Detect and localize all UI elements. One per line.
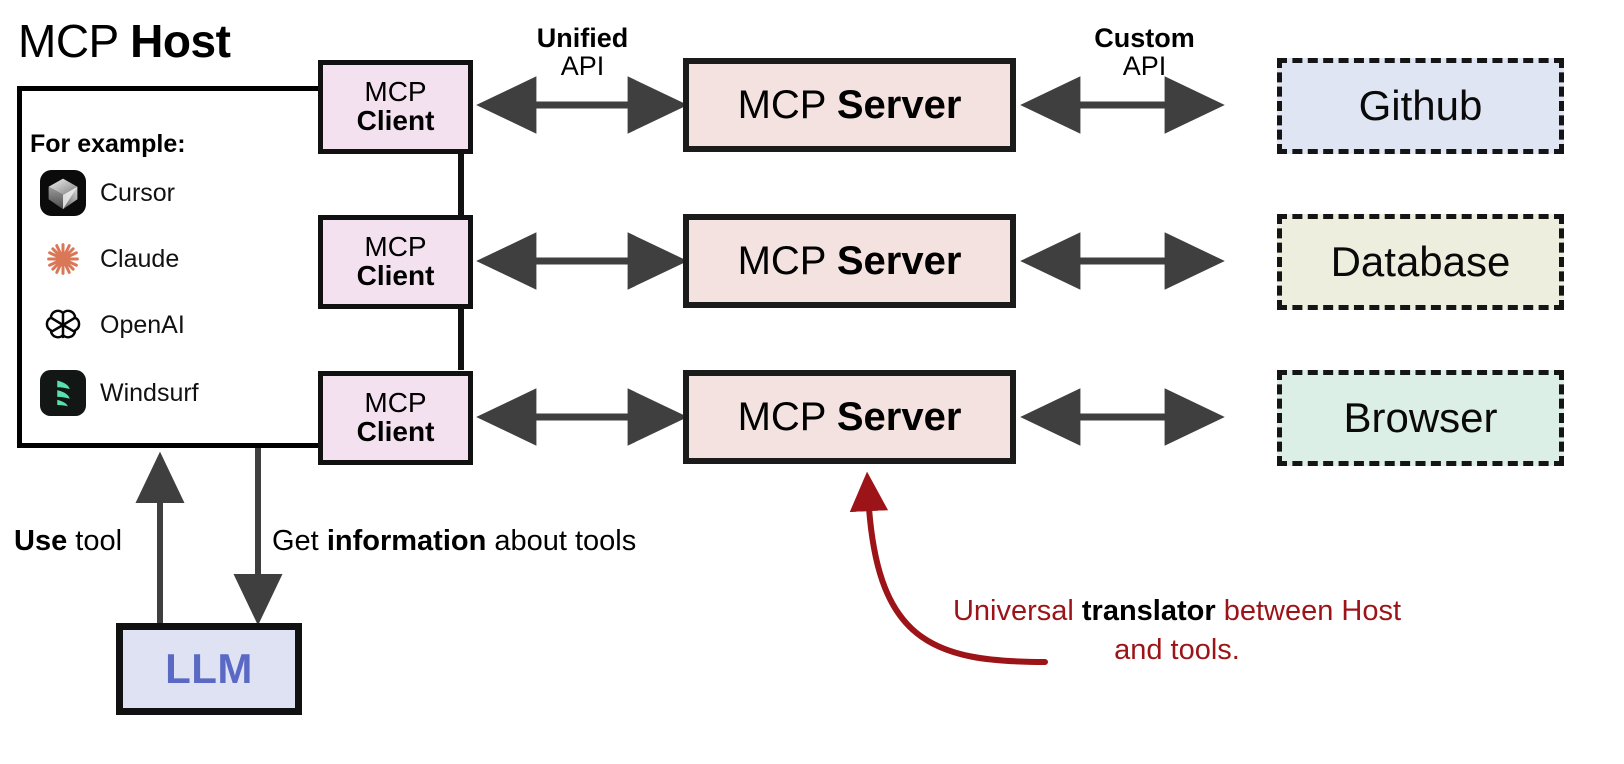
annotation-post: between Host and tools.: [1114, 595, 1402, 666]
claude-icon: [47, 243, 79, 275]
for-example-label: For example:: [30, 130, 186, 158]
mcp-client-box-1[interactable]: MCP Client: [318, 60, 473, 154]
mcp-server-box-1[interactable]: MCP Server: [683, 58, 1016, 152]
host-title-plain: MCP: [18, 15, 131, 67]
use-tool-bold: Use: [14, 525, 68, 557]
mcp-client-box-3[interactable]: MCP Client: [318, 371, 473, 465]
llm-label: LLM: [165, 645, 253, 692]
get-info-post: about tools: [486, 525, 637, 557]
use-tool-label: Use tool: [14, 525, 122, 558]
mcp-client-1-line2: Client: [356, 105, 435, 136]
use-tool-rest: tool: [67, 525, 123, 557]
resource-box-browser[interactable]: Browser: [1277, 370, 1564, 466]
example-label-claude: Claude: [100, 244, 180, 273]
annotation-bold: translator: [1081, 595, 1216, 627]
client-server-arrows: [476, 76, 688, 446]
mcp-client-2-line2: Client: [356, 260, 435, 291]
mcp-server-3-bold: Server: [836, 394, 962, 439]
unified-api-bottom: API: [560, 51, 605, 82]
example-item-cursor: Cursor: [40, 170, 175, 216]
get-info-pre: Get: [272, 525, 327, 557]
mcp-server-2-bold: Server: [836, 238, 962, 283]
example-item-openai: OpenAI: [40, 302, 185, 348]
mcp-client-box-2[interactable]: MCP Client: [318, 215, 473, 309]
mcp-server-box-2[interactable]: MCP Server: [683, 214, 1016, 308]
llm-box[interactable]: LLM: [116, 623, 302, 715]
custom-api-bottom: API: [1122, 51, 1167, 82]
mcp-host-container: [17, 86, 320, 448]
resource-box-github[interactable]: Github: [1277, 58, 1564, 154]
example-label-windsurf: Windsurf: [100, 378, 199, 407]
server-resource-arrows: [1020, 76, 1225, 446]
annotation-text: Universal translator between Host and to…: [952, 592, 1402, 670]
cursor-icon: [40, 170, 86, 216]
resource-label-github: Github: [1358, 82, 1483, 129]
mcp-server-1-plain: MCP: [737, 82, 837, 127]
mcp-client-1-line1: MCP: [364, 76, 427, 108]
example-item-claude: Claude: [40, 236, 179, 282]
resource-label-database: Database: [1330, 238, 1511, 285]
host-title-bold: Host: [130, 15, 231, 67]
custom-api-top: Custom: [1094, 23, 1195, 53]
mcp-client-3-line2: Client: [356, 416, 435, 447]
example-item-windsurf: Windsurf: [40, 370, 199, 416]
custom-api-label: Custom API: [1062, 24, 1227, 80]
mcp-server-2-plain: MCP: [737, 238, 837, 283]
windsurf-icon: [40, 370, 86, 416]
resource-box-database[interactable]: Database: [1277, 214, 1564, 310]
mcp-server-1-bold: Server: [836, 82, 962, 127]
mcp-server-3-plain: MCP: [737, 394, 837, 439]
openai-icon: [45, 309, 81, 339]
mcp-client-3-line1: MCP: [364, 387, 427, 419]
example-label-openai: OpenAI: [100, 310, 185, 339]
unified-api-label: Unified API: [500, 24, 665, 80]
mcp-client-2-line1: MCP: [364, 231, 427, 263]
unified-api-top: Unified: [536, 23, 629, 53]
get-info-bold: information: [326, 525, 487, 557]
mcp-server-box-3[interactable]: MCP Server: [683, 370, 1016, 464]
resource-label-browser: Browser: [1343, 394, 1498, 441]
annotation-pre: Universal: [952, 595, 1082, 627]
page-title: MCP Host: [18, 15, 231, 67]
get-information-label: Get information about tools: [272, 525, 636, 558]
example-label-cursor: Cursor: [100, 178, 176, 207]
